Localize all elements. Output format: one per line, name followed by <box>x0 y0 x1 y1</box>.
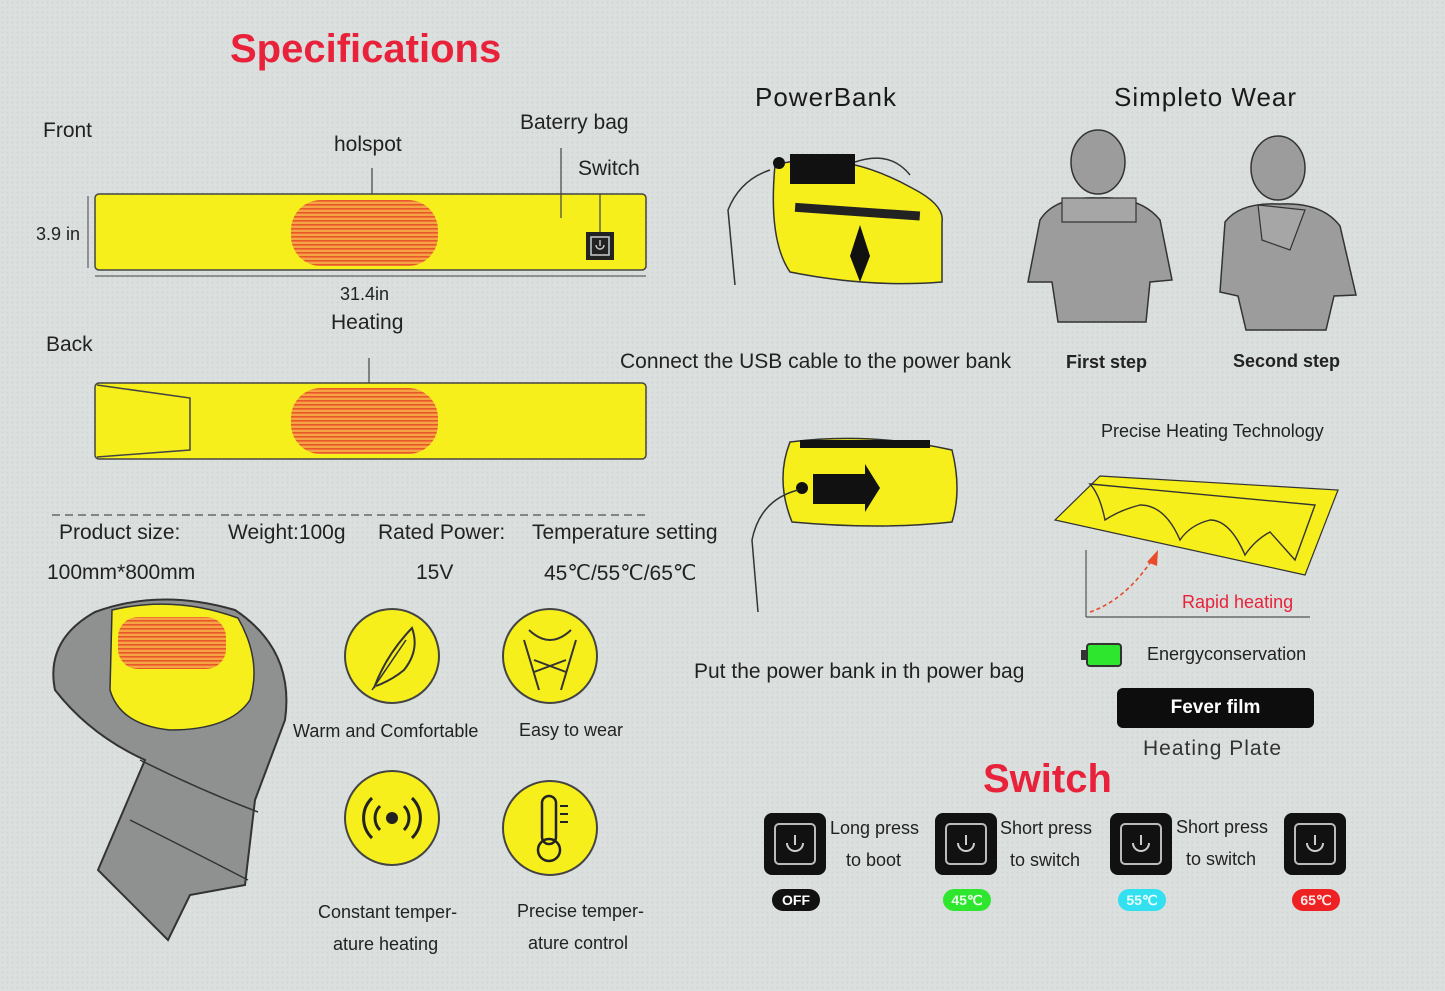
front-label: Front <box>43 119 93 142</box>
feature-constant-label-2: ature heating <box>333 934 439 954</box>
power-icon <box>957 835 975 852</box>
step-1-line-1: Long press <box>830 818 920 838</box>
specifications-title: Specifications <box>230 27 502 71</box>
power-icon <box>1132 835 1150 852</box>
scarf-icon <box>502 608 598 704</box>
mode-pill-off: OFF <box>772 889 820 911</box>
switch-title: Switch <box>983 757 1112 801</box>
wear-title: Simpleto Wear <box>1114 82 1298 112</box>
heating-label: Heating <box>331 311 404 334</box>
battery-icon <box>1081 643 1122 667</box>
battery-bag-label: Baterry bag <box>520 111 629 134</box>
heating-tech-title: Precise Heating Technology <box>1101 421 1324 441</box>
switch-label: Switch <box>578 157 640 180</box>
power-button-55 <box>1110 813 1172 875</box>
feature-precise-label-2: ature control <box>528 933 629 953</box>
wrapped-scarf-illustration <box>52 598 288 942</box>
step-3-line-2: to switch <box>1186 849 1257 869</box>
temperature-setting-value: 45℃/55℃/65℃ <box>544 562 697 585</box>
feature-warm-label: Warm and Comfortable <box>293 721 479 741</box>
wear-first-step-figure <box>1027 129 1173 323</box>
step-1-line-2: to boot <box>846 850 902 870</box>
weight-label: Weight:100g <box>228 521 346 544</box>
thermometer-icon <box>502 780 598 876</box>
powerbank-caption-connect: Connect the USB cable to the power bank <box>620 350 1012 373</box>
step-3-line-1: Short press <box>1176 817 1269 837</box>
feature-constant-label-1: Constant temper- <box>318 902 458 922</box>
back-scarf-strip <box>94 358 647 460</box>
heating-plate-diagram <box>1053 475 1339 618</box>
feather-icon <box>344 608 440 704</box>
height-label: 3.9 in <box>36 224 81 244</box>
rated-power-label: Rated Power: <box>378 521 506 544</box>
feature-easy-wear-label: Easy to wear <box>519 720 624 740</box>
step-2-line-2: to switch <box>1010 850 1081 870</box>
first-step-label: First step <box>1066 352 1148 372</box>
feature-precise-label-1: Precise temper- <box>517 901 645 921</box>
powerbank-caption-bag: Put the power bank in th power bag <box>694 660 1025 683</box>
step-2-line-1: Short press <box>1000 818 1093 838</box>
energy-conservation-label: Energyconservation <box>1147 644 1307 664</box>
product-size-label: Product size: <box>59 521 181 544</box>
power-icon <box>786 835 804 852</box>
rated-power-value: 15V <box>416 561 454 584</box>
hotspot-label: holspot <box>334 133 402 156</box>
heat-wave-icon <box>344 770 440 866</box>
power-button-65 <box>1284 813 1346 875</box>
back-label: Back <box>46 333 93 356</box>
powerbank-bag-illustration <box>751 437 958 613</box>
power-icon <box>1306 835 1324 852</box>
back-heating-pad <box>291 388 438 454</box>
mode-pill-45: 45℃ <box>943 889 991 911</box>
mode-pill-65: 65℃ <box>1292 889 1340 911</box>
mode-pill-55: 55℃ <box>1118 889 1166 911</box>
heating-plate-label: Heating Plate <box>1143 737 1283 760</box>
rapid-heating-label: Rapid heating <box>1182 592 1294 612</box>
powerbank-title: PowerBank <box>755 82 897 112</box>
product-size-value: 100mm*800mm <box>47 561 196 584</box>
length-label: 31.4in <box>340 284 390 304</box>
front-scarf-strip <box>87 148 647 277</box>
wear-second-step-figure <box>1219 135 1357 331</box>
powerbank-connect-illustration <box>727 154 943 286</box>
second-step-label: Second step <box>1233 351 1341 371</box>
power-button-45 <box>935 813 997 875</box>
power-button-off <box>764 813 826 875</box>
fever-film-badge: Fever film <box>1117 688 1314 728</box>
temperature-setting-label: Temperature setting <box>532 521 718 544</box>
front-hotspot-pad <box>291 200 438 266</box>
